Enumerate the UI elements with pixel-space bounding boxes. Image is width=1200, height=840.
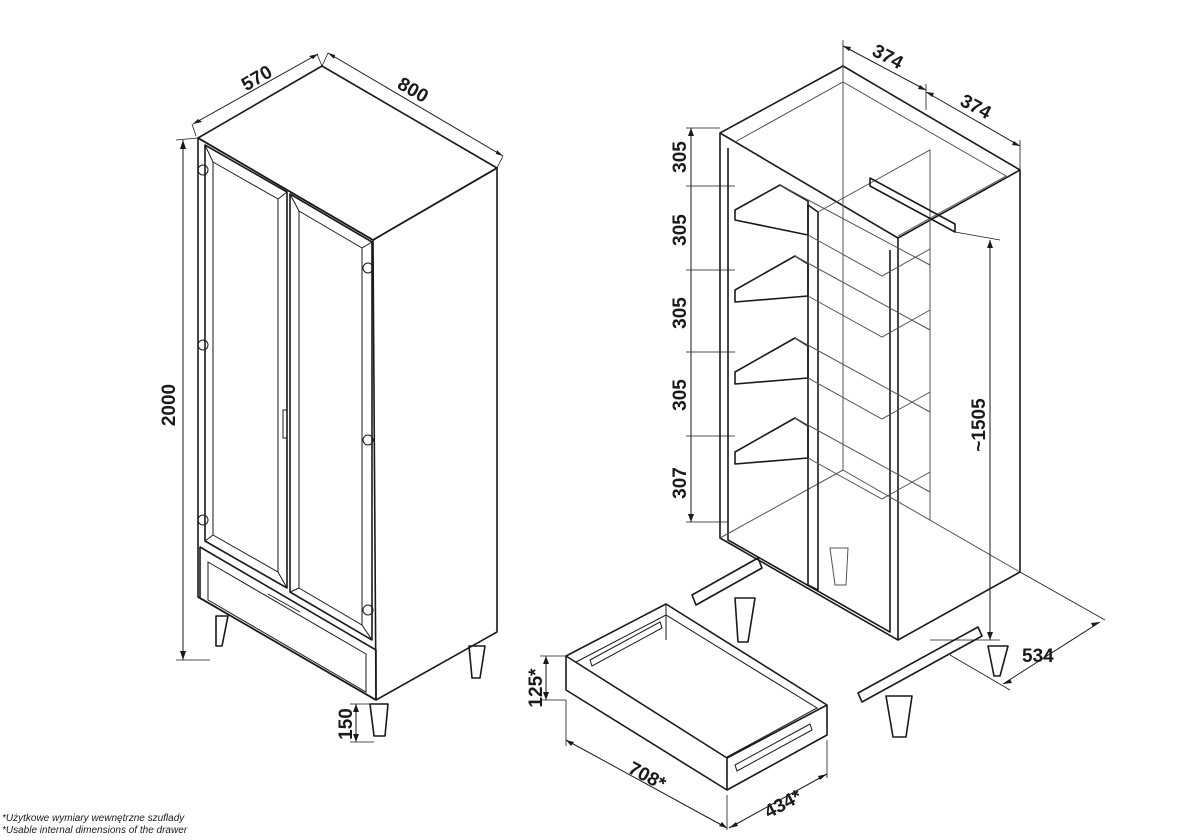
shelf xyxy=(734,417,809,465)
dim-shelf-gap-1: 305 xyxy=(670,141,691,173)
drawer-detail-view: 125* 708* 434* xyxy=(526,603,828,830)
drawer-runner-right xyxy=(857,626,983,703)
drawer-box-runner-right xyxy=(734,723,813,772)
hinge-markers xyxy=(197,164,374,616)
dim-inner-depth: 534 xyxy=(949,571,1106,691)
shelf xyxy=(734,255,809,303)
dim-height: 2000 xyxy=(159,137,210,661)
middle-divider xyxy=(807,204,819,591)
dim-drawer-height-label: 125* xyxy=(526,668,547,708)
right-door[interactable] xyxy=(289,193,373,641)
dim-shelf-gap-5: 307 xyxy=(670,467,691,499)
dim-drawer-width-label: 434* xyxy=(761,786,806,823)
dim-rail-height: ~1505 xyxy=(930,231,1001,641)
note-polish: *Użytkowe wymiary wewnętrzne szuflady xyxy=(2,813,185,824)
shelf xyxy=(734,337,809,385)
dim-drawer-depth: 708* xyxy=(565,700,728,830)
dim-width: 800 xyxy=(321,52,504,169)
dim-drawer-width: 434* xyxy=(728,740,828,829)
wardrobe-side-panel xyxy=(372,167,498,701)
wardrobe-drawer-front[interactable] xyxy=(199,546,377,701)
drawer-box-runner-left xyxy=(589,621,663,667)
open-wardrobe-view: 374 374 305 305 305 305 307 ~1505 534 xyxy=(670,40,1106,738)
dim-inner-depth-label: 534 xyxy=(1022,646,1054,667)
dim-drawer-height: 125* xyxy=(526,655,566,708)
dim-shelf-gap-4: 305 xyxy=(670,379,691,411)
wardrobe-top-face xyxy=(197,65,498,241)
dim-drawer-depth-label: 708* xyxy=(625,758,670,795)
dim-depth: 570 xyxy=(191,53,323,137)
clothes-rail[interactable] xyxy=(869,177,956,233)
dim-shelf-gap-3: 305 xyxy=(670,297,691,329)
shelf xyxy=(734,184,809,236)
open-carcass xyxy=(719,133,1021,641)
left-door[interactable] xyxy=(204,144,288,589)
dim-section-right-label: 374 xyxy=(956,91,994,125)
dim-width-label: 800 xyxy=(394,74,432,108)
dim-shelf-spacing: 305 305 305 305 307 xyxy=(670,127,735,523)
drawer-runner-left xyxy=(691,557,763,606)
door-handle[interactable] xyxy=(282,409,288,439)
dim-section-left-label: 374 xyxy=(868,41,906,75)
closed-wardrobe-view: 570 800 2000 150 xyxy=(159,52,504,743)
dim-leg-height: 150 xyxy=(336,703,374,743)
dim-leg-height-label: 150 xyxy=(336,708,357,740)
open-top-face xyxy=(719,65,1021,239)
dim-depth-label: 570 xyxy=(238,62,276,96)
dim-shelf-gap-2: 305 xyxy=(670,214,691,246)
dim-section-widths: 374 374 xyxy=(842,40,1021,170)
shelves xyxy=(734,184,931,500)
wardrobe-legs xyxy=(215,615,486,737)
open-wardrobe-legs xyxy=(734,547,1009,738)
drawer-box xyxy=(565,603,828,759)
note-english: *Usable internal dimensions of the drawe… xyxy=(2,825,188,836)
dim-rail-height-label: ~1505 xyxy=(969,398,990,452)
dim-height-label: 2000 xyxy=(159,384,180,426)
